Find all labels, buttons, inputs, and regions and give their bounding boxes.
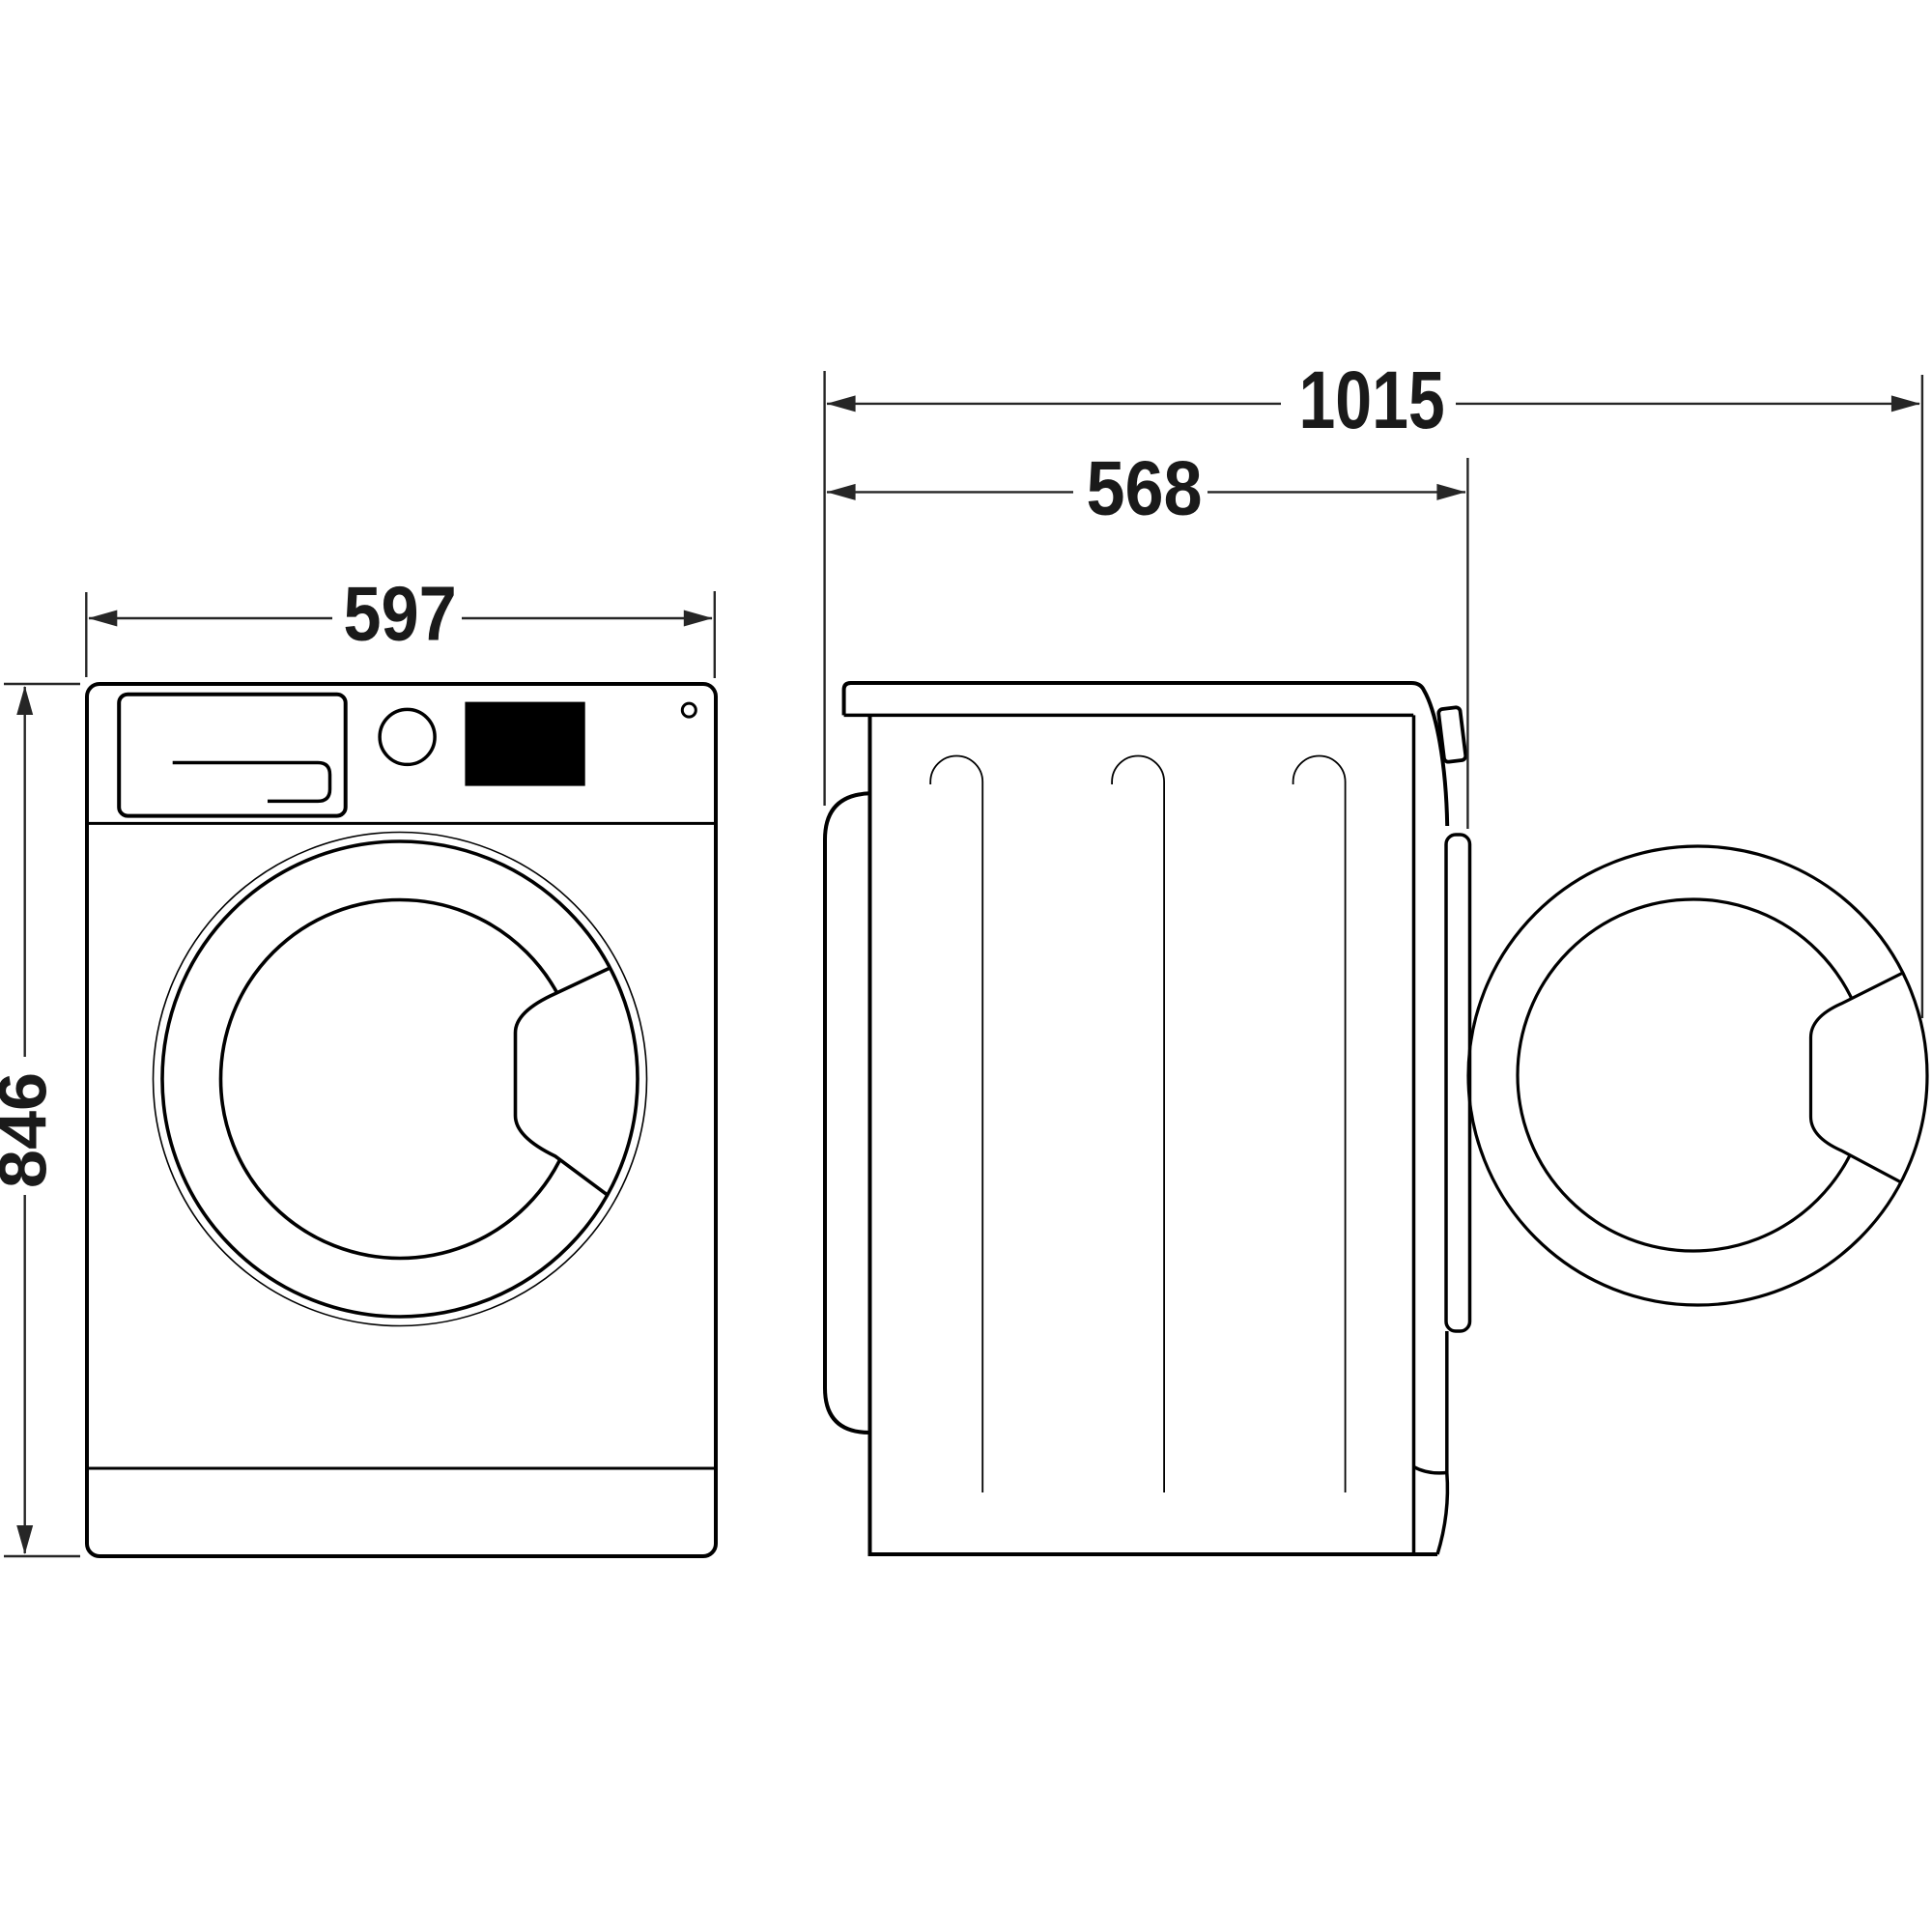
svg-text:568: 568	[1086, 445, 1202, 531]
svg-text:1015: 1015	[1298, 355, 1444, 445]
svg-text:597: 597	[343, 570, 456, 656]
svg-text:846: 846	[0, 1072, 61, 1188]
